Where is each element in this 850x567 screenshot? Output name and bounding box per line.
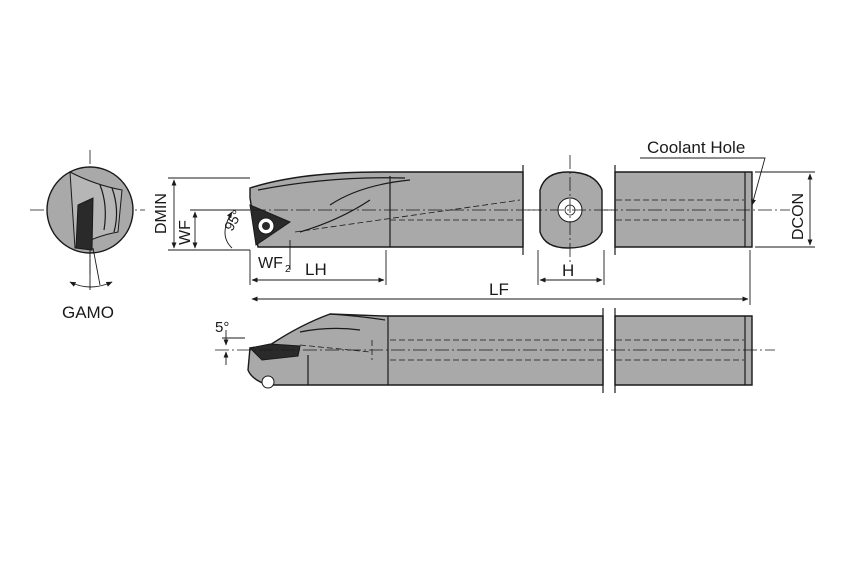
dmin-wf-dimensions (168, 177, 250, 251)
coolant-hole-label: Coolant Hole (647, 138, 745, 157)
wf2-lh-dimensions (249, 240, 387, 285)
wf2-subscript: 2 (285, 264, 291, 275)
top-view (230, 165, 790, 255)
lf-label: LF (489, 280, 509, 299)
lh-label: LH (305, 260, 327, 279)
front-view (215, 308, 775, 393)
dmin-label: DMIN (153, 193, 170, 234)
angle-95-label: 95° (221, 207, 245, 233)
angle-5-label: 5° (215, 319, 229, 336)
wf2-label: WF (258, 255, 283, 272)
gamo-label: GAMO (62, 303, 114, 322)
h-label: H (562, 261, 574, 280)
dcon-label: DCON (790, 193, 807, 240)
section-view (528, 155, 612, 285)
lf-dimension (251, 250, 751, 305)
end-view (30, 150, 145, 290)
dcon-dimension (640, 157, 815, 248)
wf-label: WF (177, 220, 194, 245)
